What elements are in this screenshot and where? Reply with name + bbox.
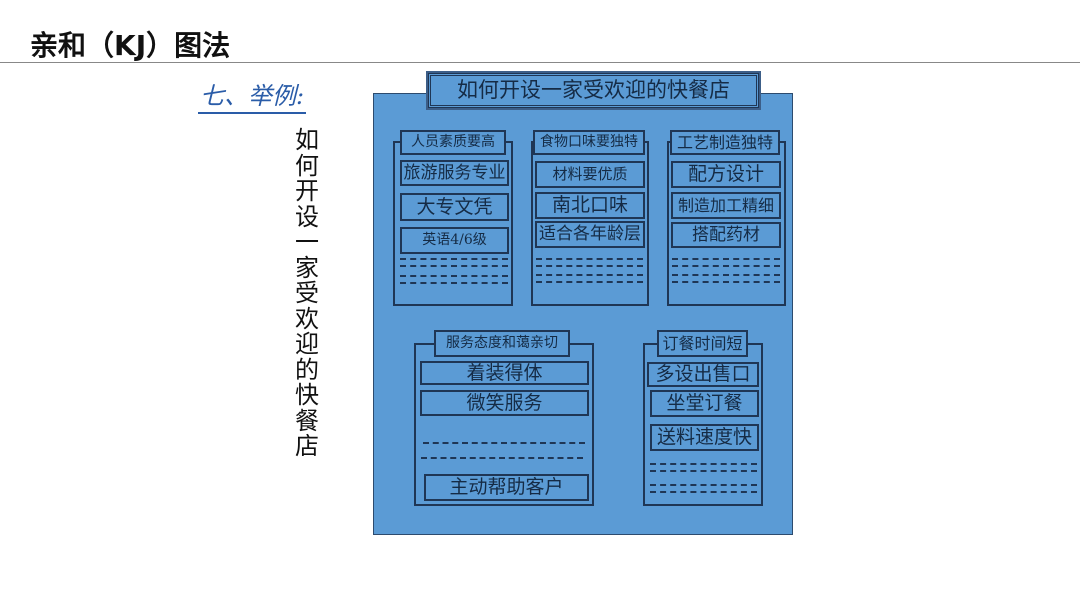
group-item: 送料速度快 [650,424,759,451]
placeholder-line [536,265,643,267]
group-item: 材料要优质 [535,161,645,188]
group-header: 订餐时间短 [657,330,748,357]
group-item: 主动帮助客户 [424,474,589,501]
placeholder-line [400,282,508,284]
group-item: 搭配药材 [671,222,781,248]
group-header: 人员素质要高 [400,130,506,155]
placeholder-line [672,274,780,276]
placeholder-line [400,258,508,260]
title-divider [0,62,1080,63]
group-header: 工艺制造独特 [670,130,780,155]
placeholder-line [650,484,757,486]
placeholder-line [650,491,757,493]
group-item: 配方设计 [671,161,781,188]
group-item: 英语4/6级 [400,227,509,254]
placeholder-line [672,281,780,283]
group-item: 南北口味 [535,192,645,219]
placeholder-line [650,470,757,472]
placeholder-line [421,457,583,459]
placeholder-line [400,265,508,267]
group-item: 微笑服务 [420,390,589,416]
group-item: 大专文凭 [400,193,509,221]
page-title: 亲和（KJ）图法 [30,29,231,62]
placeholder-line [536,281,643,283]
placeholder-line [672,265,780,267]
placeholder-line [672,258,780,260]
group-item: 旅游服务专业 [400,160,509,186]
group-item: 坐堂订餐 [650,390,759,417]
placeholder-line [400,275,508,277]
group-item: 着装得体 [420,361,589,385]
board-title: 如何开设一家受欢迎的快餐店 [428,73,759,108]
section-label: 七、举例: [198,76,307,114]
group-item: 适合各年龄层 [535,221,645,248]
group-header: 服务态度和蔼亲切 [434,330,570,357]
placeholder-line [536,274,643,276]
placeholder-line [423,442,585,444]
placeholder-line [650,463,757,465]
group-item: 多设出售口 [647,362,759,387]
group-item: 制造加工精细 [671,192,781,219]
placeholder-line [536,258,643,260]
vertical-caption: 如何开设一家受欢迎的快餐店 [295,126,319,460]
group-header: 食物口味要独特 [533,130,645,155]
